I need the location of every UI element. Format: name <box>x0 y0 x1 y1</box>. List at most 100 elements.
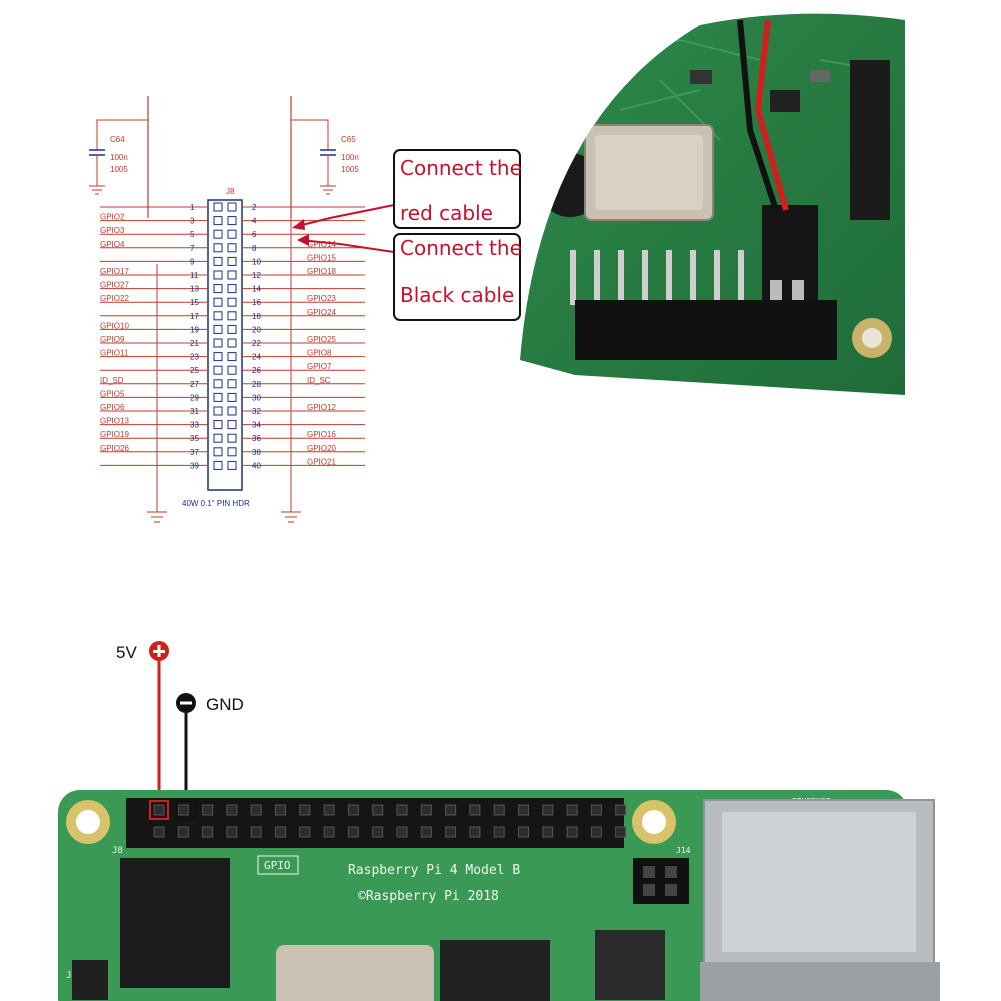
pin-number-right: 38 <box>252 448 261 457</box>
pin-square-left <box>213 406 223 416</box>
c64-package: 1005 <box>110 165 128 174</box>
pin-square-right <box>227 256 237 266</box>
board-model-text: Raspberry Pi 4 Model B <box>348 863 520 878</box>
pin-square-right <box>227 365 237 375</box>
gpio-pin <box>250 826 262 838</box>
pin-square-right <box>227 352 237 362</box>
gpio-pin <box>275 804 286 816</box>
pin-number-left: 25 <box>190 366 199 375</box>
pin-number-right: 22 <box>252 339 261 348</box>
pin-number-left: 31 <box>190 407 199 416</box>
signal-left: GPIO26 <box>100 444 129 453</box>
pin-square-right <box>227 392 237 402</box>
pin-square-right <box>227 297 237 307</box>
header-pin-photo <box>594 250 600 305</box>
usb-chip <box>120 858 230 988</box>
black-callout-line2: Black cable <box>400 283 514 307</box>
ribbon-connector-photo <box>850 60 890 220</box>
pin-square-left <box>213 202 223 212</box>
pin-number-right: 4 <box>252 217 257 226</box>
signal-right: GPIO18 <box>307 267 336 276</box>
gpio-pin <box>177 804 189 816</box>
minus-label: GND <box>206 695 244 714</box>
pin-number-right: 30 <box>252 393 261 402</box>
pin-square-right <box>227 420 237 430</box>
gpio-pin <box>566 826 578 838</box>
red-cable-arrow <box>293 204 395 228</box>
pin-square-right <box>227 202 237 212</box>
pin-square-right <box>227 406 237 416</box>
pin-number-right: 24 <box>252 353 261 362</box>
gpio-label: GPIO <box>264 859 291 872</box>
pin-square-left <box>213 284 223 294</box>
gpio-pin <box>177 826 189 838</box>
pin-number-right: 20 <box>252 325 261 334</box>
pin-square-left <box>213 256 223 266</box>
header-pin-photo <box>738 250 744 305</box>
pin-number-left: 29 <box>190 393 199 402</box>
controller-chip <box>595 930 665 1000</box>
board-copyright-text: ©Raspberry Pi 2018 <box>358 889 499 904</box>
gpio-pin <box>202 826 214 838</box>
signal-left: GPIO2 <box>100 213 125 222</box>
pin-square-left <box>213 420 223 430</box>
pin-number-left: 37 <box>190 448 199 457</box>
j14-label: J14 <box>676 846 691 855</box>
pin-number-right: 36 <box>252 434 261 443</box>
gpio-pin <box>226 804 238 816</box>
pin-square-right <box>227 216 237 226</box>
gpio-pin <box>518 826 529 838</box>
gpio-pin <box>493 826 505 838</box>
gpio-pin <box>347 826 359 838</box>
signal-left: GPIO6 <box>100 403 125 412</box>
gpio-pin <box>153 826 165 838</box>
gpio-pin <box>445 804 457 816</box>
pin-5v-highlight <box>149 800 169 820</box>
c64-value: 100n <box>110 153 128 162</box>
capacitor-c64: C64 100n 1005 <box>89 119 148 195</box>
gpio-pin <box>420 804 432 816</box>
gpio-pin <box>590 804 602 816</box>
pin-number-left: 7 <box>190 244 195 253</box>
pin-square-left <box>213 447 223 457</box>
pin-square-right <box>227 243 237 253</box>
red-cable-callout-box <box>393 149 521 229</box>
pin-square-left <box>213 460 223 470</box>
pin-square-left <box>213 311 223 321</box>
header-pin-photo <box>642 250 648 305</box>
header-pin-photo <box>690 250 696 305</box>
signal-right: GPIO8 <box>307 349 332 358</box>
signal-right: GPIO14 <box>307 240 336 249</box>
pin-number-left: 13 <box>190 285 199 294</box>
pin-square-left <box>213 297 223 307</box>
c65-value: 100n <box>341 153 359 162</box>
right-ground-symbol <box>281 511 301 523</box>
pin-number-right: 28 <box>252 380 261 389</box>
signal-left: GPIO19 <box>100 430 129 439</box>
pin-number-right: 2 <box>252 203 257 212</box>
gpio-pin <box>275 826 286 838</box>
pin-square-right <box>227 379 237 389</box>
pin-square-left <box>213 216 223 226</box>
pin-number-right: 6 <box>252 230 257 239</box>
signal-right: ID_SC <box>307 376 331 385</box>
gpio-pin <box>590 826 602 838</box>
j4-label: J4 <box>66 971 77 981</box>
signal-left: GPIO3 <box>100 226 125 235</box>
gpio-pins <box>153 804 627 838</box>
signal-right: GPIO20 <box>307 444 336 453</box>
gpio-pin <box>226 826 238 838</box>
pin-square-left <box>213 392 223 402</box>
gpio-pin <box>542 826 554 838</box>
pin-number-right: 10 <box>252 257 261 266</box>
connector-ref: J8 <box>226 187 235 196</box>
soc-shield <box>276 945 434 1001</box>
gpio-pin <box>615 804 627 816</box>
pin-square-left <box>213 243 223 253</box>
gpio-pin <box>396 826 408 838</box>
black-cable-arrowhead <box>297 234 309 246</box>
gpio-pin <box>250 804 262 816</box>
pin-square-right <box>227 284 237 294</box>
pin-number-right: 18 <box>252 312 261 321</box>
